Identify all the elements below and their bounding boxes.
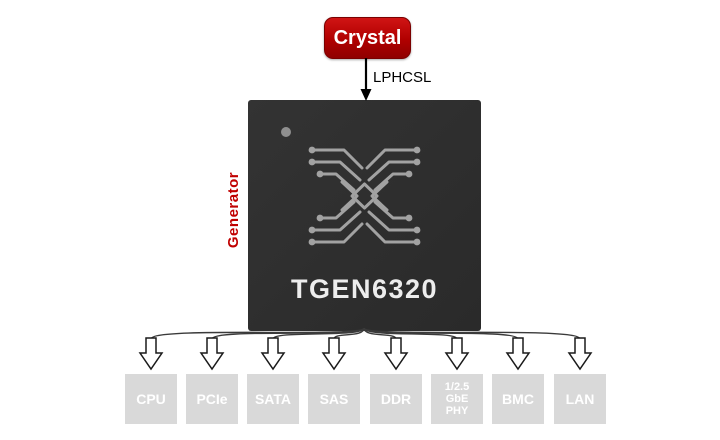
down-arrow-icon (505, 337, 531, 371)
output-arrows (138, 337, 593, 371)
clock-generator-chip: TGEN6320 (248, 100, 481, 331)
chip-part-number: TGEN6320 (290, 274, 439, 304)
down-arrow-icon (321, 337, 347, 371)
output-box-lan: LAN (554, 374, 606, 424)
pin1-dot-icon (281, 127, 291, 137)
down-arrow-icon (260, 337, 286, 371)
output-box-gbe-phy: 1/2.5 GbE PHY (431, 374, 483, 424)
crystal-box: Crystal (324, 17, 411, 59)
down-arrow-icon (138, 337, 164, 371)
chip-logo-icon (308, 146, 421, 246)
output-box-cpu: CPU (125, 374, 177, 424)
output-box-sata: SATA (247, 374, 299, 424)
down-arrow-icon (199, 337, 225, 371)
output-box-bmc: BMC (492, 374, 544, 424)
down-arrow-icon (567, 337, 593, 371)
down-arrow-icon (444, 337, 470, 371)
output-box-ddr: DDR (370, 374, 422, 424)
crystal-label: Crystal (333, 26, 402, 49)
output-box-sas: SAS (308, 374, 360, 424)
clock-input-label: LPHCSL (373, 69, 432, 86)
input-arrow (360, 58, 372, 101)
down-arrow-icon (383, 337, 409, 371)
output-box-pcie: PCIe (186, 374, 238, 424)
generator-label: Generator (225, 171, 242, 249)
